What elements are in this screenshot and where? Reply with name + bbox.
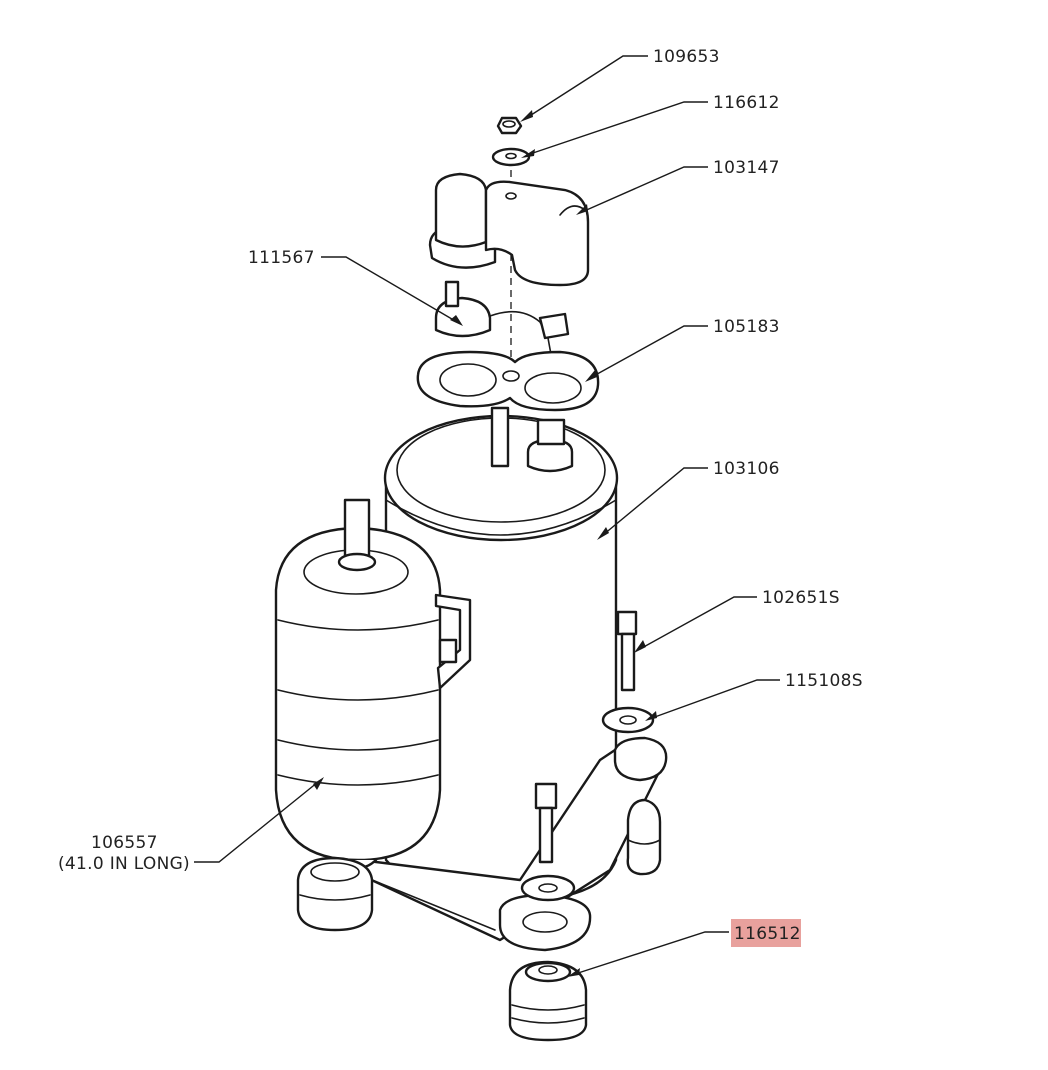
callout-109653: 109653	[653, 47, 720, 67]
callout-106557-note: (41.0 IN LONG)	[58, 854, 190, 874]
grommet-left	[296, 856, 374, 932]
leader-lines	[194, 55, 780, 975]
callout-111567: 111567	[248, 248, 315, 268]
grommet-right	[626, 798, 662, 876]
terminal-cover-103147	[428, 172, 590, 287]
nut-109653	[496, 116, 523, 135]
leader-arrows	[313, 110, 657, 977]
washer-116612	[491, 147, 531, 167]
gasket-105183	[416, 350, 600, 412]
callout-106557: 106557	[91, 833, 158, 853]
callout-115108S: 115108S	[785, 671, 863, 691]
callout-103106: 103106	[713, 459, 780, 479]
accumulator-106557	[274, 498, 472, 869]
callout-102651S: 102651S	[762, 588, 840, 608]
bolt-lower	[520, 782, 576, 902]
washer-115108S	[601, 706, 655, 734]
callout-116512: 116512	[734, 924, 801, 944]
mounting-base	[348, 736, 668, 952]
bolt-102651S	[616, 610, 638, 692]
grommet-116512	[508, 960, 588, 1042]
callout-highlight	[731, 919, 801, 947]
overload-protector-111567	[434, 280, 570, 361]
callout-103147: 103147	[713, 158, 780, 178]
callout-116612: 116612	[713, 93, 780, 113]
callout-105183: 105183	[713, 317, 780, 337]
compressor-103106	[383, 406, 619, 902]
